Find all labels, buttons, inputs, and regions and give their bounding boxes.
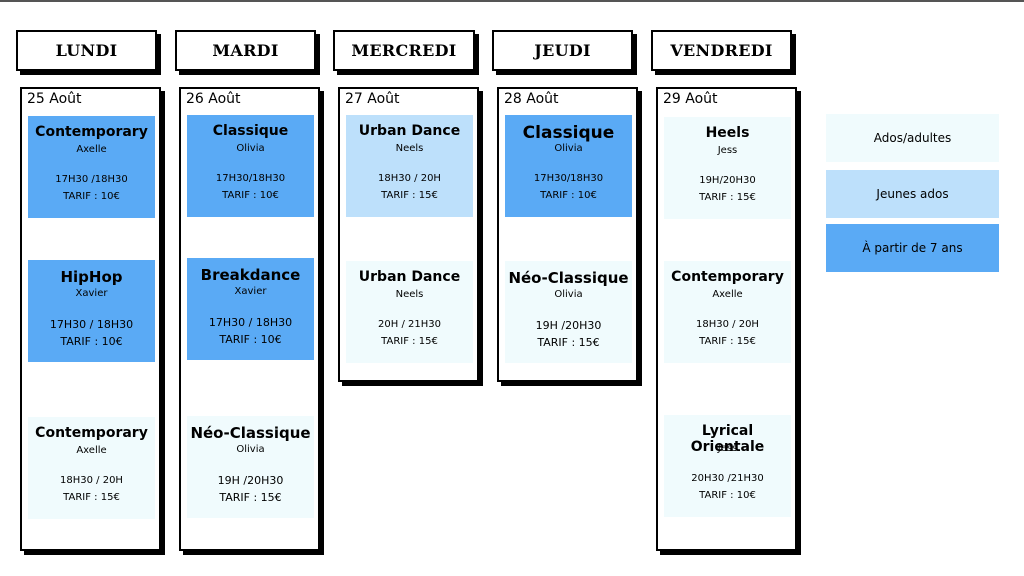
day-column-mardi: 26 Août Classique Olivia 17H30/18H30 TAR… (179, 87, 320, 551)
class-teacher: Olivia (236, 444, 265, 455)
class-card: Classique Olivia 17H30/18H30 TARIF : 10€ (505, 115, 632, 217)
class-title: Lyrical Orientale (690, 423, 765, 455)
class-teacher: Xavier (234, 286, 267, 297)
class-price: TARIF : 15€ (699, 336, 756, 347)
class-teacher: Olivia (554, 143, 583, 154)
class-time: 17H30 / 18H30 (208, 316, 293, 329)
class-price: TARIF : 15€ (381, 190, 438, 201)
class-title: Contemporary (671, 269, 784, 285)
class-teacher: Xavier (75, 288, 108, 299)
legend-jeunes-ados: Jeunes ados (826, 170, 999, 218)
class-time: 20H / 21H30 (378, 319, 441, 330)
class-teacher: Jess (717, 443, 738, 454)
day-header-lundi: LUNDI (16, 30, 157, 71)
class-time: 18H30 / 20H (60, 475, 123, 486)
class-time: 17H30/18H30 (215, 173, 286, 184)
class-title: Classique (522, 123, 615, 143)
class-teacher: Jess (717, 145, 738, 156)
class-card: Néo-Classique Olivia 19H /20H30 TARIF : … (187, 416, 314, 518)
class-card: Néo-Classique Olivia 19H /20H30 TARIF : … (505, 261, 632, 363)
day-header-jeudi: JEUDI (492, 30, 633, 71)
class-teacher: Olivia (236, 143, 265, 154)
class-price: TARIF : 15€ (219, 491, 282, 504)
class-time: 17H30 / 18H30 (49, 318, 134, 331)
day-header-mardi: MARDI (175, 30, 316, 71)
day-column-lundi: 25 Août Contemporary Axelle 17H30 /18H30… (20, 87, 161, 551)
top-divider-line (0, 0, 1024, 2)
class-title: Contemporary (35, 124, 148, 140)
day-date: 27 Août (345, 91, 400, 107)
class-price: TARIF : 10€ (63, 191, 120, 202)
class-card: Breakdance Xavier 17H30 / 18H30 TARIF : … (187, 258, 314, 360)
class-title: Néo-Classique (190, 424, 311, 442)
legend-a-partir-de-7-ans: À partir de 7 ans (826, 224, 999, 272)
day-date: 25 Août (27, 91, 82, 107)
class-teacher: Neels (395, 143, 424, 154)
day-date: 26 Août (186, 91, 241, 107)
class-card: Contemporary Axelle 17H30 /18H30 TARIF :… (28, 116, 155, 218)
class-card: Heels Jess 19H/20H30 TARIF : 15€ (664, 117, 791, 219)
legend-ados-adultes: Ados/adultes (826, 114, 999, 162)
class-time: 19H /20H30 (535, 319, 602, 332)
class-teacher: Neels (395, 289, 424, 300)
class-teacher: Axelle (712, 289, 743, 300)
day-column-mercredi: 27 Août Urban Dance Neels 18H30 / 20H TA… (338, 87, 479, 382)
day-date: 29 Août (663, 91, 718, 107)
class-title: Classique (212, 123, 289, 139)
day-date: 28 Août (504, 91, 559, 107)
class-title: Urban Dance (358, 123, 461, 139)
class-time: 20H30 /21H30 (691, 473, 764, 484)
class-price: TARIF : 10€ (540, 190, 597, 201)
class-price: TARIF : 10€ (699, 490, 756, 501)
class-time: 18H30 / 20H (696, 319, 759, 330)
class-time: 19H /20H30 (217, 474, 284, 487)
class-price: TARIF : 15€ (63, 492, 120, 503)
class-price: TARIF : 15€ (537, 336, 600, 349)
class-time: 18H30 / 20H (378, 173, 441, 184)
day-header-mercredi: MERCREDI (333, 30, 475, 71)
class-teacher: Axelle (76, 144, 107, 155)
class-price: TARIF : 15€ (699, 192, 756, 203)
class-title: HipHop (60, 268, 123, 286)
class-card: Contemporary Axelle 18H30 / 20H TARIF : … (664, 261, 791, 363)
class-teacher: Axelle (76, 445, 107, 456)
class-title: Contemporary (35, 425, 148, 441)
day-column-vendredi: 29 Août Heels Jess 19H/20H30 TARIF : 15€… (656, 87, 797, 551)
class-teacher: Olivia (554, 289, 583, 300)
class-title: Urban Dance (358, 269, 461, 285)
class-price: TARIF : 15€ (381, 336, 438, 347)
class-card: HipHop Xavier 17H30 / 18H30 TARIF : 10€ (28, 260, 155, 362)
class-title: Heels (705, 125, 750, 141)
class-title: Breakdance (200, 266, 301, 284)
class-price: TARIF : 10€ (222, 190, 279, 201)
class-card: Classique Olivia 17H30/18H30 TARIF : 10€ (187, 115, 314, 217)
class-time: 17H30 /18H30 (55, 174, 128, 185)
class-card: Urban Dance Neels 20H / 21H30 TARIF : 15… (346, 261, 473, 363)
day-header-vendredi: VENDREDI (651, 30, 792, 71)
class-price: TARIF : 10€ (60, 335, 123, 348)
class-price: TARIF : 10€ (219, 333, 282, 346)
class-time: 17H30/18H30 (533, 173, 604, 184)
class-card: Urban Dance Neels 18H30 / 20H TARIF : 15… (346, 115, 473, 217)
class-card: Contemporary Axelle 18H30 / 20H TARIF : … (28, 417, 155, 519)
class-title: Néo-Classique (508, 269, 629, 287)
day-column-jeudi: 28 Août Classique Olivia 17H30/18H30 TAR… (497, 87, 638, 382)
class-time: 19H/20H30 (699, 175, 756, 186)
class-card: Lyrical Orientale Jess 20H30 /21H30 TARI… (664, 415, 791, 517)
